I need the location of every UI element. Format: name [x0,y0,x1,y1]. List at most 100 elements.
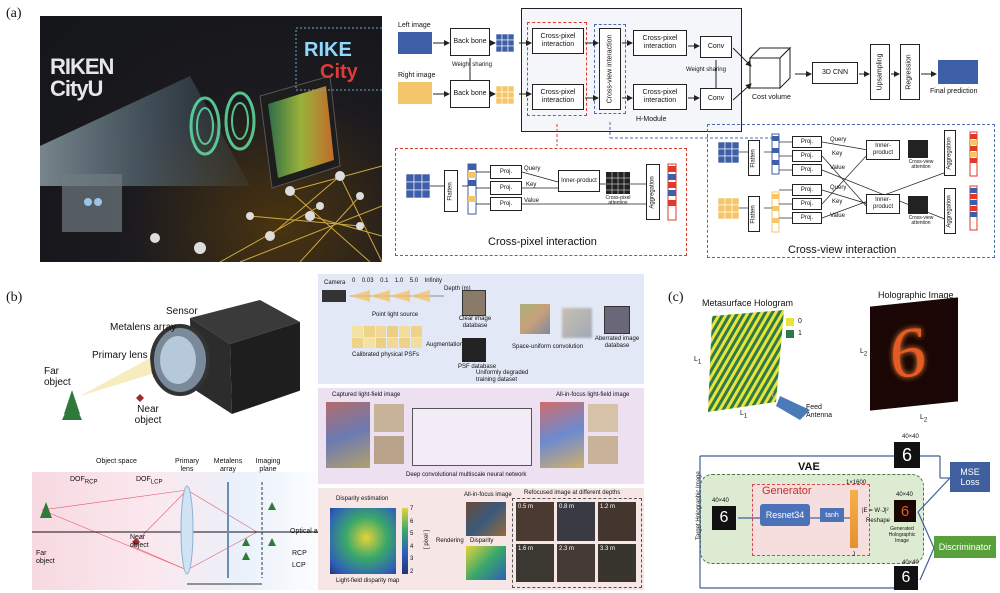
camera-label: Camera [324,280,346,286]
aberrated-db-label: Aberrated image database [594,336,640,349]
generated-label: Generated Holographic Image [888,526,916,544]
dof-rcp-label: DOFRCP [70,476,97,486]
key-label-v1: Key [832,151,843,157]
cbar-tick: 4 [410,543,414,550]
refocused-grid: 0.5 m 0.8 m 1.2 m 1.6 m 2.3 m 3.3 m [516,502,636,582]
camera-icon [322,290,346,302]
disparity-map [330,508,396,574]
far-object-label: Far object [44,366,71,388]
cbar-tick: 6 [410,518,414,525]
refocus-tile: 2.3 m [557,543,595,582]
proj-box-v1: Proj. [792,136,822,148]
conv-top: Conv [700,36,732,58]
discriminator-block: Discriminator [934,536,996,558]
weight-sharing-label-2: Weight sharing [686,67,726,73]
cross-pixel-highlight [527,22,587,116]
cross-view-attention-label-1: Cross-view attention [908,159,934,170]
depth-tick: Infinity [424,278,442,284]
feed-antenna-label: Feed Antenna [806,404,833,419]
rendering-label: Rendering [436,538,464,544]
inner-product-box-v1: Inner-product [866,140,900,160]
inner-product-box-v2: Inner-product [866,194,900,214]
augmentation-label: Augmentation [426,342,464,348]
query-label-v2: Query [830,185,847,191]
feature-grids [496,33,515,105]
rcp-label: RCP [292,550,307,557]
holographic-image: 6 [870,297,958,411]
aggregation-box-view-top: Aggregation [944,130,956,176]
city-logo-partial: City [320,61,358,83]
depth-tick: 0.03 [361,278,374,284]
cross-view-attention-label-2: Cross-view attention [908,215,934,226]
depth-tick: 0 [352,278,356,284]
point-light-label: Point light source [372,312,419,318]
refocus-tile: 3.3 m [598,543,636,582]
value-label-v2: Value [830,213,845,219]
l1-label-bottom: L1 [740,410,747,420]
generator-label: Generator [762,485,812,497]
aif-zoom-1 [588,404,618,432]
regression-box: Regression [900,44,920,100]
blurred-image [562,308,592,338]
cbar-tick: 2 [410,568,414,575]
point-light-diagram [350,290,444,302]
feed-antenna-icon [771,392,810,420]
aggregation-label-view-top: Aggregation [946,136,953,170]
depth-tag: 0.8 m [559,504,575,510]
tanh-block: tanh [820,508,844,522]
refocus-tile: 0.8 m [557,502,595,541]
proj-query-box: Proj. [490,165,522,179]
pixel-unit-label: [ pixel ] [424,529,431,550]
depth-tick: 5.0 [409,278,419,284]
l1-text-bottom: L [740,410,744,417]
all-in-focus-img-label: All-in-focus image [464,492,512,498]
final-prediction-block [938,60,978,84]
aif-zoom-2 [588,436,618,464]
l1-text: L [694,356,698,363]
captured-lf-label: Captured light-field image [332,392,401,398]
psf-grid [352,326,422,348]
cross-pixel-box-top: Cross-pixel interaction [532,28,584,54]
metalens-array-label: Metalens array [110,322,177,333]
legend-swatch-1 [786,330,794,338]
panel-c-letter: (c) [668,290,684,305]
calibrated-psfs-label: Calibrated physical PSFs [352,352,420,358]
legend-swatch-0 [786,318,794,326]
j-vector [850,490,858,548]
top-digit: 6 [894,442,920,468]
clear-db-icon [462,290,486,316]
optical-axis-label: Optical axis [290,528,327,535]
aggregation-label-pixel: Aggregation [649,175,656,209]
l1-label-side: L1 [694,356,701,366]
psf-db-icon [462,338,486,362]
proj-key-box: Proj. [490,181,522,195]
object-space-label: Object space [96,458,137,465]
dof-lcp-label: DOFLCP [136,476,162,486]
refocused-label: Refocused image at different depths [524,490,621,497]
depth-axis-label: Depth (m) [444,286,471,292]
cross-pixel-box-top-2: Cross-pixel interaction [633,30,687,56]
primary-lens-label: Primary lens [92,350,148,361]
h-module-label: H-Module [636,116,667,123]
key-label-v2: Key [832,199,843,205]
cross-view-detail [707,124,995,258]
query-label: Query [524,166,541,172]
lcp-label: LCP [292,562,306,569]
sensor-label: Sensor [166,306,198,317]
flatten-box-pixel: Flatten [444,170,458,212]
l2-text: L [860,348,864,355]
disparity-colorbar [402,508,408,574]
lf-zoom-2 [374,436,404,464]
depth-tag: 2.3 m [559,545,575,552]
key-label: Key [526,182,537,188]
hologram-digit: 6 [890,310,926,395]
left-image-block [398,32,432,54]
cross-pixel-caption: Cross-pixel interaction [488,236,597,248]
near-object-label-2: Near object [130,534,149,549]
panel-b-letter: (b) [6,290,23,305]
query-label-v1: Query [830,137,847,143]
primary-lens-label-2: Primary lens [174,458,200,473]
neural-network-illustration [40,27,382,262]
aggregation-box-pixel: Aggregation [646,164,660,220]
